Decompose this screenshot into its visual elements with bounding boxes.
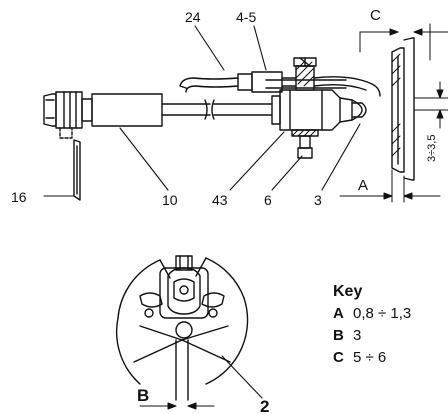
key-title: Key (333, 283, 363, 300)
part-labels: 24 4-5 16 10 43 6 3 2 (11, 9, 322, 414)
label-16: 16 (11, 189, 27, 205)
dim-label-c: C (370, 7, 381, 24)
key-row-b: B 3 (333, 325, 445, 347)
sensor-cable (161, 99, 273, 120)
leader-2 (221, 355, 263, 399)
section-hatching (291, 53, 401, 157)
pin-16 (73, 139, 81, 201)
dim-label-gap: 3÷3,5 (426, 135, 438, 162)
leader-lines (43, 25, 361, 197)
dimension-gap (413, 81, 448, 129)
key-letter: C (333, 349, 344, 366)
mounting-bracket (265, 57, 347, 159)
wire-24 (179, 71, 297, 93)
dimension-labels: C A B 3÷3,5 (137, 7, 438, 405)
dimension-c (359, 23, 448, 61)
key-value: 5 ÷ 6 (353, 349, 387, 366)
key-letter: A (333, 305, 344, 322)
sensor-body (271, 89, 367, 131)
key-letter: B (333, 327, 344, 344)
dim-label-a: A (358, 177, 368, 194)
dimension-a (339, 169, 441, 203)
key-value: 0,8 ÷ 1,3 (353, 305, 412, 322)
label-6: 6 (264, 192, 272, 208)
label-3: 3 (314, 192, 322, 208)
label-2: 2 (260, 397, 269, 414)
label-10: 10 (162, 192, 178, 208)
flange-plates (391, 37, 415, 181)
dimension-b (139, 402, 215, 410)
label-43: 43 (212, 192, 228, 208)
trigger-disc-front-view (115, 255, 249, 401)
connector-plug (43, 91, 163, 139)
dim-label-b: B (137, 386, 149, 405)
sensor-assembly-side-view (43, 37, 415, 181)
key-value: 3 (353, 327, 362, 344)
key-row-a: A 0,8 ÷ 1,3 (333, 303, 445, 325)
label-24: 24 (185, 9, 201, 25)
key-row-c: C 5 ÷ 6 (333, 347, 445, 369)
label-4-5: 4-5 (236, 9, 256, 25)
key-legend: Key A 0,8 ÷ 1,3 B 3 C 5 ÷ 6 (333, 283, 445, 369)
